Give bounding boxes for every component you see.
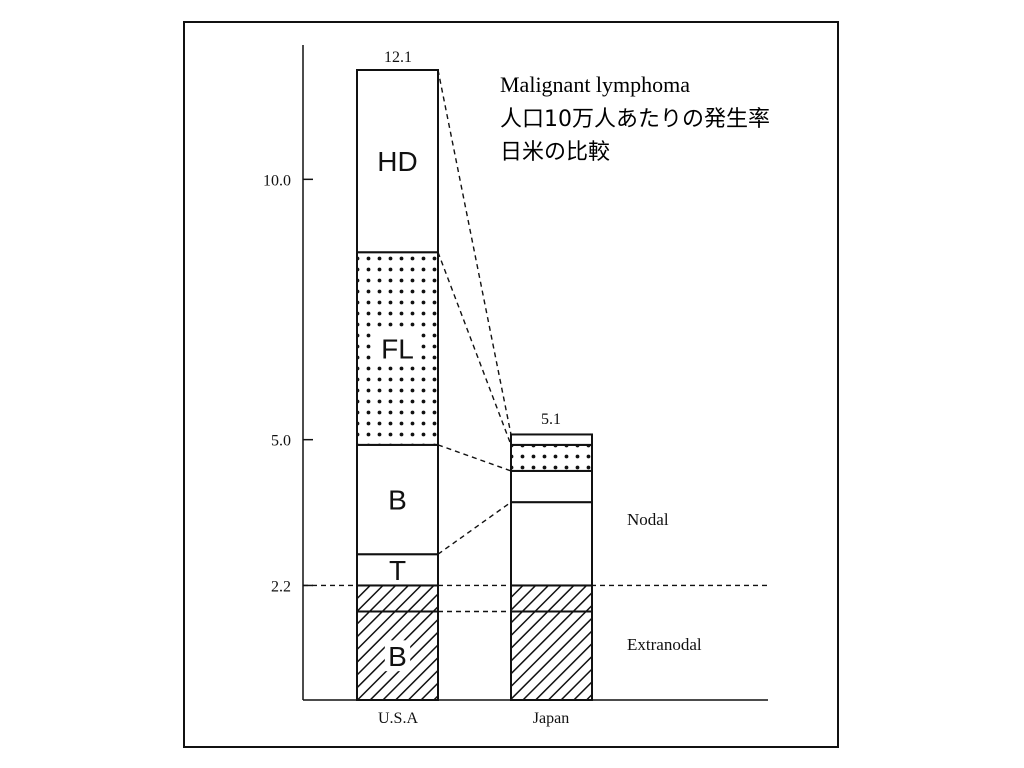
segment-label-nodal-b: B	[388, 485, 407, 516]
segment-label-hd: HD	[377, 146, 417, 177]
bar-segment-extranodal-t	[510, 584, 593, 613]
segment-label-fl: FL	[381, 334, 414, 365]
bar-segment-nodal-b	[356, 443, 439, 556]
connector-line	[437, 501, 512, 555]
title-line-1: Malignant lymphoma	[500, 72, 690, 97]
bar-segment-extranodal-t	[356, 584, 439, 613]
bar-segment-fl	[510, 443, 593, 472]
x-label-japan: Japan	[533, 710, 569, 727]
segment-label-nodal-t: T	[389, 555, 406, 586]
bar-segment-nodal-b	[510, 469, 593, 504]
bars: B T B FL HD	[356, 69, 593, 702]
bar-segment-hd	[510, 433, 593, 446]
y-tick-label: 10.0	[263, 172, 291, 189]
total-label-japan: 5.1	[541, 411, 561, 428]
bar-segment-nodal-t	[356, 553, 439, 587]
y-ticks: 2.2 5.0 10.0	[263, 172, 313, 595]
bar-segment-hd	[356, 69, 439, 254]
connector-lines	[303, 69, 768, 613]
connector-line	[437, 251, 512, 446]
title-line-2: 人口10万人あたりの発生率	[500, 107, 770, 132]
connector-line	[437, 444, 512, 472]
bar-segment-extranodal-b	[510, 610, 593, 702]
x-label-usa: U.S.A	[378, 710, 418, 727]
segment-label-extranodal-b: B	[388, 641, 407, 672]
title-line-3: 日米の比較	[500, 140, 610, 165]
total-label-usa: 12.1	[384, 49, 412, 66]
y-tick-label: 5.0	[271, 433, 291, 450]
region-label-extranodal: Extranodal	[627, 635, 702, 654]
region-label-nodal: Nodal	[627, 510, 669, 529]
segment-label-backdrop	[376, 333, 419, 364]
bar-segment-nodal-t	[510, 501, 593, 587]
y-tick-label: 2.2	[271, 578, 291, 595]
figure-frame	[183, 21, 839, 748]
connector-line	[437, 69, 512, 435]
segment-label-backdrop	[384, 640, 411, 672]
